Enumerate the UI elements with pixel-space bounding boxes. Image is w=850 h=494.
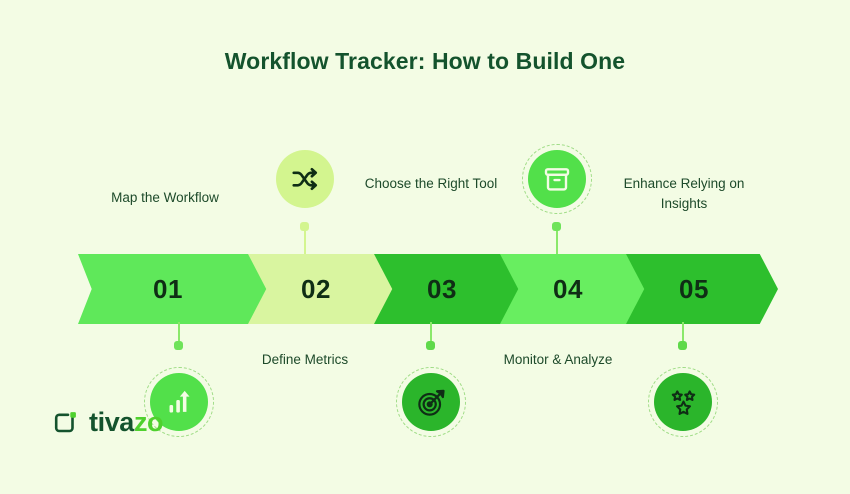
connector-line-04 bbox=[556, 228, 558, 254]
logo-wordmark: tivazo bbox=[89, 406, 164, 437]
step-number-05: 05 bbox=[679, 273, 709, 304]
brand-logo[interactable]: tivazo bbox=[52, 406, 164, 437]
connector-line-03 bbox=[430, 322, 432, 344]
step-label-01: Map the Workflow bbox=[111, 190, 219, 205]
connector-dot-05 bbox=[678, 341, 687, 350]
step-label-03: Choose the Right Tool bbox=[364, 176, 498, 191]
step-icon-05[interactable] bbox=[648, 367, 718, 437]
connector-dot-04 bbox=[552, 222, 561, 231]
connector-dot-01 bbox=[174, 341, 183, 350]
step-arrow-03[interactable]: 03 bbox=[374, 254, 526, 324]
dashed-ring-04 bbox=[522, 144, 592, 214]
logo-text-accent: zo bbox=[133, 406, 164, 437]
step-label-05: Enhance Relying on Insights bbox=[623, 176, 745, 211]
step-arrow-band: 01 02 03 04 05 bbox=[0, 254, 850, 324]
step-number-04: 04 bbox=[553, 273, 583, 304]
step-label-04: Monitor & Analyze bbox=[503, 352, 613, 367]
step-arrow-04[interactable]: 04 bbox=[500, 254, 652, 324]
step-arrow-02[interactable]: 02 bbox=[248, 254, 400, 324]
logo-text-primary: tiva bbox=[89, 406, 134, 437]
bracket-square-icon bbox=[52, 408, 80, 436]
page-title: Workflow Tracker: How to Build One bbox=[224, 48, 626, 74]
step-icon-02[interactable] bbox=[276, 150, 334, 208]
step-number-01: 01 bbox=[153, 273, 183, 304]
dashed-ring-05 bbox=[648, 367, 718, 437]
shuffle-icon bbox=[276, 150, 334, 208]
step-number-02: 02 bbox=[301, 273, 331, 304]
target-dart-icon bbox=[402, 373, 460, 431]
three-stars-icon bbox=[654, 373, 712, 431]
step-icon-03[interactable] bbox=[396, 367, 466, 437]
connector-dot-03 bbox=[426, 341, 435, 350]
dashed-ring-03 bbox=[396, 367, 466, 437]
step-label-02: Define Metrics bbox=[261, 352, 349, 367]
connector-dot-02 bbox=[300, 222, 309, 231]
dashed-ring-01 bbox=[144, 367, 214, 437]
bar-chart-growth-icon bbox=[150, 373, 208, 431]
step-icon-04[interactable] bbox=[522, 144, 592, 214]
step-arrow-01[interactable]: 01 bbox=[78, 254, 274, 324]
connector-line-01 bbox=[178, 322, 180, 344]
connector-line-02 bbox=[304, 228, 306, 254]
step-icon-01[interactable] bbox=[144, 367, 214, 437]
step-number-03: 03 bbox=[427, 273, 457, 304]
archive-box-icon bbox=[528, 150, 586, 208]
connector-line-05 bbox=[682, 322, 684, 344]
step-arrow-05[interactable]: 05 bbox=[626, 254, 778, 324]
